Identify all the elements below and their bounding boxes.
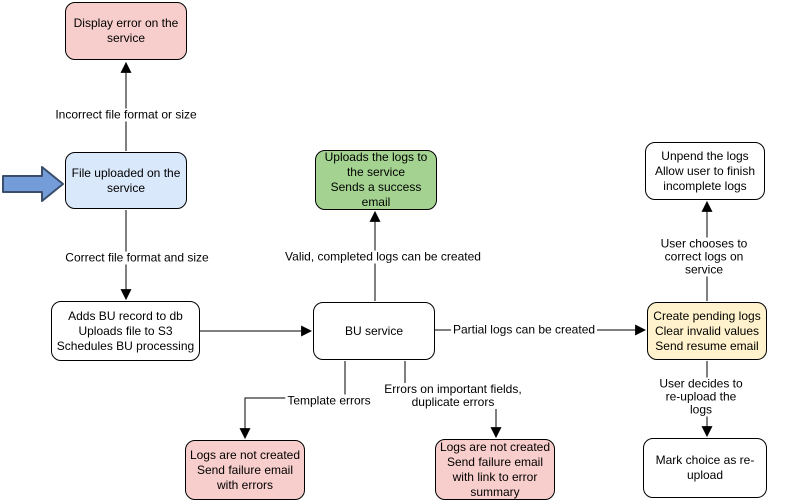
node-adds-bu-record: Adds BU record to db Uploads file to S3 … <box>51 301 200 361</box>
node-create-pending: Create pending logs Clear invalid values… <box>647 302 767 360</box>
edge-label-user-reuploads: User decides to re-upload the logs <box>651 377 751 417</box>
edge-label-user-corrects: User chooses to correct logs on service <box>655 237 753 277</box>
edge-label-field-errors: Errors on important fields, duplicate er… <box>382 382 524 409</box>
input-arrow-icon <box>2 166 64 202</box>
node-upload-success: Uploads the logs to the service Sends a … <box>315 150 437 210</box>
edge-label-partial-logs: Partial logs can be created <box>450 322 598 337</box>
node-failure-template: Logs are not created Send failure email … <box>185 440 305 500</box>
edge-label-template-errors: Template errors <box>285 393 373 408</box>
node-mark-reupload: Mark choice as re- upload <box>643 438 767 498</box>
node-unpend-logs: Unpend the logs Allow user to finish inc… <box>645 142 765 200</box>
node-bu-service: BU service <box>313 302 435 360</box>
node-failure-fields: Logs are not created Send failure email … <box>435 439 555 500</box>
edge-label-correct-format: Correct file format and size <box>63 250 211 265</box>
edge-label-incorrect-format: Incorrect file format or size <box>53 107 199 122</box>
node-display-error: Display error on the service <box>65 2 187 60</box>
edge-label-valid-logs: Valid, completed logs can be created <box>283 249 483 264</box>
node-file-uploaded: File uploaded on the service <box>65 152 187 209</box>
